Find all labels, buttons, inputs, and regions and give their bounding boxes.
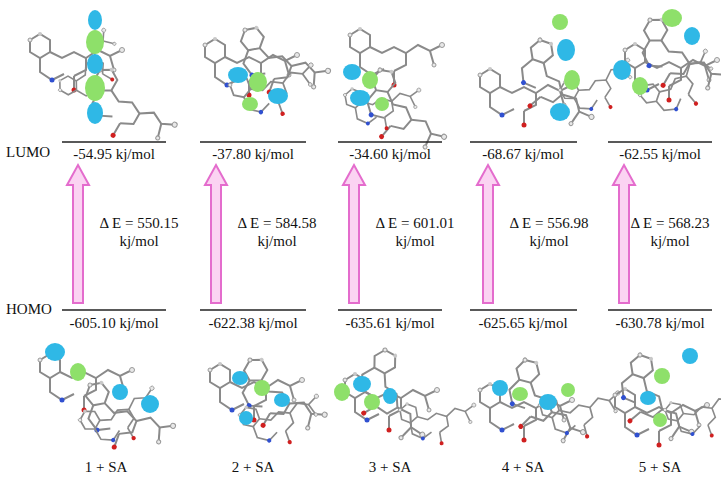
complex-caption: 5 + SA bbox=[639, 458, 682, 476]
gap-label: Δ E = 584.58 kj/mol bbox=[229, 214, 325, 250]
gap-label: Δ E = 568.23 kj/mol bbox=[622, 214, 718, 250]
energy-value: -37.80 kj/mol bbox=[212, 145, 294, 163]
gap-label: Δ E = 550.15 kj/mol bbox=[91, 214, 187, 250]
energy-value: -68.67 kj/mol bbox=[482, 145, 564, 163]
orbital-name: LUMO bbox=[6, 143, 50, 161]
transition-arrow bbox=[67, 165, 635, 303]
complex-caption: 4 + SA bbox=[502, 458, 545, 476]
gap-label: Δ E = 556.98 kj/mol bbox=[501, 214, 597, 250]
molecule-figure bbox=[342, 27, 457, 171]
molecule-figure bbox=[28, 10, 186, 163]
molecule-figure bbox=[478, 14, 646, 146]
energy-value: -625.65 kj/mol bbox=[478, 314, 567, 332]
gap-label: Δ E = 601.01 kj/mol bbox=[367, 214, 463, 250]
energy-value: -34.60 kj/mol bbox=[349, 145, 431, 163]
energy-value: -635.61 kj/mol bbox=[345, 314, 434, 332]
molecule-figure bbox=[203, 22, 337, 130]
complex-caption: 1 + SA bbox=[85, 458, 128, 476]
energy-value: -54.95 kj/mol bbox=[73, 145, 155, 163]
complex-caption: 2 + SA bbox=[232, 458, 275, 476]
complex-caption: 3 + SA bbox=[369, 458, 412, 476]
energy-value: -605.10 kj/mol bbox=[69, 314, 158, 332]
molecule-figure bbox=[613, 9, 721, 130]
molecule-figure bbox=[598, 348, 721, 461]
energy-value: -630.78 kj/mol bbox=[615, 314, 704, 332]
energy-value: -622.38 kj/mol bbox=[208, 314, 297, 332]
energy-level-line bbox=[62, 142, 712, 310]
molecule-figure bbox=[334, 344, 482, 458]
molecule-figure bbox=[478, 353, 629, 464]
orbital-name: HOMO bbox=[6, 300, 52, 318]
molecule-figure bbox=[208, 352, 336, 457]
molecule-figure bbox=[38, 343, 182, 467]
energy-value: -62.55 kj/mol bbox=[619, 145, 701, 163]
